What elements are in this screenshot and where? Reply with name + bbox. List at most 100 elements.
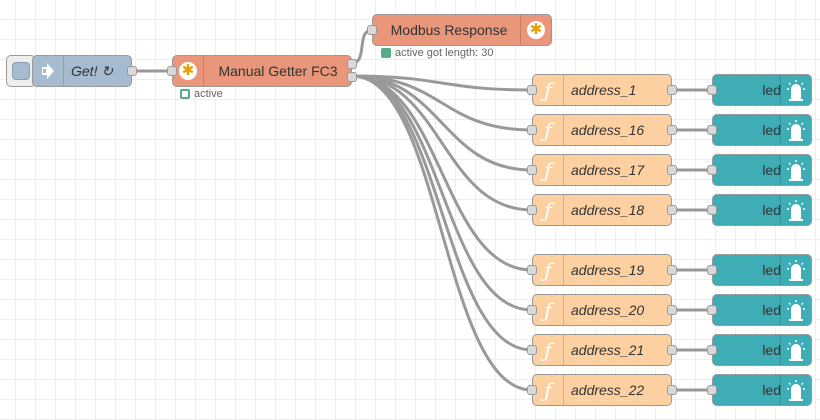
inject-trigger-button-face — [12, 62, 30, 80]
led-node-5[interactable]: led — [707, 254, 812, 286]
status-dot-icon — [381, 48, 391, 58]
led-node-2[interactable]: led — [707, 114, 812, 146]
wire-getter-to-function-1[interactable] — [351, 74, 533, 92]
function-output-port[interactable] — [667, 85, 677, 95]
led-node-label: led — [762, 342, 781, 358]
function-node-label: address_1 — [571, 82, 637, 98]
led-node-label: led — [762, 202, 781, 218]
led-input-port[interactable] — [707, 305, 717, 315]
led-node-3[interactable]: led — [707, 154, 812, 186]
function-node-label: address_21 — [571, 342, 645, 358]
inject-node[interactable]: Get! ↻ — [32, 55, 137, 87]
manual-getter-output-port-1[interactable] — [347, 59, 357, 69]
wire-getter-to-function-2[interactable] — [351, 74, 533, 132]
led-node-label: led — [762, 382, 781, 398]
led-node-1[interactable]: led — [707, 74, 812, 106]
wire-getter-to-function-7[interactable] — [351, 74, 533, 352]
wire-getter-to-function-3[interactable] — [351, 74, 533, 172]
function-icon: ƒ — [533, 255, 564, 285]
function-output-port[interactable] — [667, 125, 677, 135]
function-node-label: address_17 — [571, 162, 645, 178]
led-input-port[interactable] — [707, 125, 717, 135]
function-node-label: address_18 — [571, 202, 645, 218]
function-input-port[interactable] — [527, 385, 537, 395]
gear-icon: ✱ — [520, 15, 551, 45]
wire-getter-to-function-6[interactable] — [351, 74, 533, 312]
inject-node-label: Get! ↻ — [71, 63, 114, 79]
led-input-port[interactable] — [707, 345, 717, 355]
manual-getter-status-text: active — [194, 88, 223, 100]
led-icon — [780, 195, 811, 225]
led-input-port[interactable] — [707, 205, 717, 215]
function-node-address-19[interactable]: ƒ address_19 — [527, 254, 677, 286]
led-node-6[interactable]: led — [707, 294, 812, 326]
led-node-label: led — [762, 82, 781, 98]
wire-getter-to-function-5[interactable] — [351, 74, 533, 272]
function-icon: ƒ — [533, 335, 564, 365]
manual-getter-node[interactable]: ✱ Manual Getter FC3 — [167, 55, 357, 87]
function-input-port[interactable] — [527, 345, 537, 355]
function-node-label: address_16 — [571, 122, 645, 138]
arrow-in-icon — [33, 56, 64, 86]
led-node-label: led — [762, 262, 781, 278]
manual-getter-input-port[interactable] — [167, 66, 177, 76]
function-node-label: address_20 — [571, 302, 645, 318]
led-node-7[interactable]: led — [707, 334, 812, 366]
modbus-response-label: Modbus Response — [390, 22, 508, 38]
function-icon: ƒ — [533, 295, 564, 325]
manual-getter-label: Manual Getter FC3 — [218, 63, 338, 79]
led-node-4[interactable]: led — [707, 194, 812, 226]
led-icon — [780, 75, 811, 105]
function-node-label: address_22 — [571, 382, 645, 398]
led-icon — [780, 255, 811, 285]
function-output-port[interactable] — [667, 205, 677, 215]
function-node-address-21[interactable]: ƒ address_21 — [527, 334, 677, 366]
led-node-label: led — [762, 122, 781, 138]
led-icon — [780, 375, 811, 405]
status-ring-icon — [180, 89, 190, 99]
led-input-port[interactable] — [707, 165, 717, 175]
manual-getter-status: active — [180, 88, 223, 100]
function-input-port[interactable] — [527, 305, 537, 315]
modbus-response-status-text: active got length: 30 — [395, 47, 494, 59]
inject-output-port[interactable] — [127, 66, 137, 76]
function-input-port[interactable] — [527, 205, 537, 215]
led-input-port[interactable] — [707, 385, 717, 395]
manual-getter-output-port-2[interactable] — [347, 72, 357, 82]
function-icon: ƒ — [533, 75, 564, 105]
function-input-port[interactable] — [527, 85, 537, 95]
function-output-port[interactable] — [667, 385, 677, 395]
led-icon — [780, 335, 811, 365]
function-input-port[interactable] — [527, 265, 537, 275]
led-node-8[interactable]: led — [707, 374, 812, 406]
function-node-address-20[interactable]: ƒ address_20 — [527, 294, 677, 326]
function-icon: ƒ — [533, 375, 564, 405]
led-icon — [780, 155, 811, 185]
wire-getter-to-function-8[interactable] — [351, 74, 533, 392]
function-node-address-22[interactable]: ƒ address_22 — [527, 374, 677, 406]
function-icon: ƒ — [533, 155, 564, 185]
led-input-port[interactable] — [707, 85, 717, 95]
function-input-port[interactable] — [527, 165, 537, 175]
modbus-response-input-port[interactable] — [367, 25, 377, 35]
function-icon: ƒ — [533, 115, 564, 145]
function-node-address-1[interactable]: ƒ address_1 — [527, 74, 677, 106]
function-node-address-16[interactable]: ƒ address_16 — [527, 114, 677, 146]
modbus-response-node[interactable]: Modbus Response ✱ — [367, 14, 552, 46]
modbus-response-status: active got length: 30 — [381, 47, 493, 59]
gear-icon: ✱ — [173, 56, 204, 86]
function-node-address-17[interactable]: ƒ address_17 — [527, 154, 677, 186]
function-node-address-18[interactable]: ƒ address_18 — [527, 194, 677, 226]
led-input-port[interactable] — [707, 265, 717, 275]
function-output-port[interactable] — [667, 165, 677, 175]
function-output-port[interactable] — [667, 265, 677, 275]
function-output-port[interactable] — [667, 305, 677, 315]
function-input-port[interactable] — [527, 125, 537, 135]
led-icon — [780, 115, 811, 145]
function-output-port[interactable] — [667, 345, 677, 355]
led-node-label: led — [762, 302, 781, 318]
function-node-label: address_19 — [571, 262, 645, 278]
wire-getter-to-function-4[interactable] — [351, 74, 533, 212]
